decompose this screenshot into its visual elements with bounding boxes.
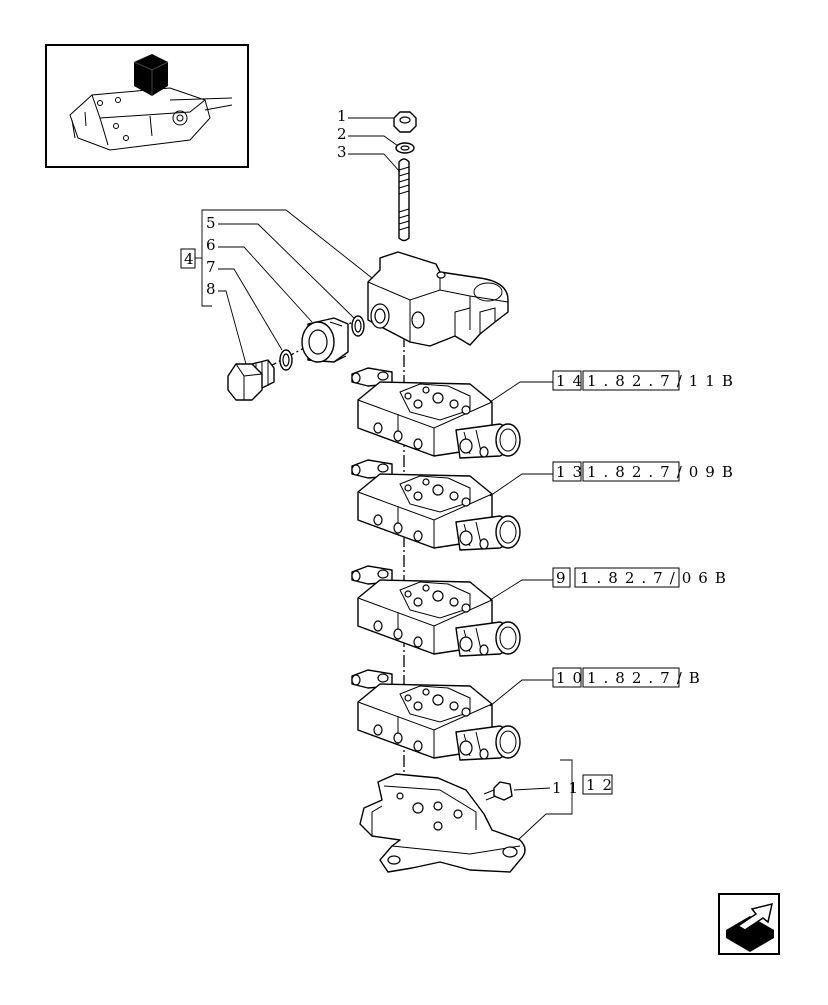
washer-part[interactable] — [395, 142, 415, 154]
reference-callout-11-12[interactable]: 11 12 — [513, 759, 619, 841]
valve-section-10[interactable] — [351, 669, 521, 761]
ref-num-13: 13 — [556, 463, 589, 481]
callout-7: 7 — [206, 258, 216, 276]
ref-code-12: 12 — [586, 776, 619, 794]
valve-end-body[interactable] — [367, 251, 509, 347]
callout-3: 3 — [337, 143, 347, 161]
ref-code-14: 1.82.7/11B — [587, 372, 740, 390]
ref-num-10: 10 — [556, 669, 589, 687]
ref-code-10: 1.82.7/B — [587, 669, 707, 687]
callout-8: 8 — [206, 280, 216, 298]
plug-8[interactable] — [227, 359, 275, 401]
valve-section-13[interactable] — [351, 459, 521, 551]
next-page-arrow-icon[interactable] — [718, 893, 780, 955]
ref-num-11: 11 — [552, 779, 585, 797]
valve-section-14[interactable] — [351, 367, 521, 459]
thumbnail-frame[interactable] — [45, 44, 249, 168]
ref-code-13: 1.82.7/09B — [587, 463, 740, 481]
o-ring-7[interactable] — [279, 349, 293, 371]
ref-num-9: 9 — [556, 569, 573, 587]
nut-part[interactable] — [393, 111, 417, 133]
leader-8 — [218, 290, 247, 365]
valve-section-9[interactable] — [351, 565, 521, 657]
leader-6 — [218, 246, 313, 323]
stud-part[interactable] — [398, 158, 410, 242]
callout-5: 5 — [206, 214, 216, 232]
leader-7 — [218, 268, 283, 351]
callout-4-box — [180, 248, 196, 269]
ref-num-14: 14 — [556, 372, 589, 390]
reference-callout-13[interactable]: 13 1.82.7/09B — [489, 461, 740, 497]
small-plug-11[interactable] — [483, 781, 513, 801]
ref-code-9: 1.82.7/06B — [580, 569, 733, 587]
leader-3 — [348, 153, 401, 173]
reference-callout-14[interactable]: 14 1.82.7/11B — [489, 370, 740, 403]
callout-1: 1 — [337, 107, 347, 125]
callout-2: 2 — [337, 125, 347, 143]
leader-5 — [218, 223, 355, 319]
leader-5-body — [212, 209, 373, 279]
reference-callout-9[interactable]: 9 1.82.7/06B — [489, 567, 733, 601]
leader-2 — [348, 135, 399, 147]
tractor-rear-housing-thumbnail — [69, 54, 233, 151]
callout-6: 6 — [206, 236, 216, 254]
inlet-cover-part[interactable] — [359, 773, 526, 873]
callout-4: 4 — [184, 250, 194, 268]
reference-callout-10[interactable]: 10 1.82.7/B — [489, 667, 707, 707]
o-ring-5[interactable] — [351, 315, 365, 337]
fitting-6[interactable] — [301, 317, 349, 363]
